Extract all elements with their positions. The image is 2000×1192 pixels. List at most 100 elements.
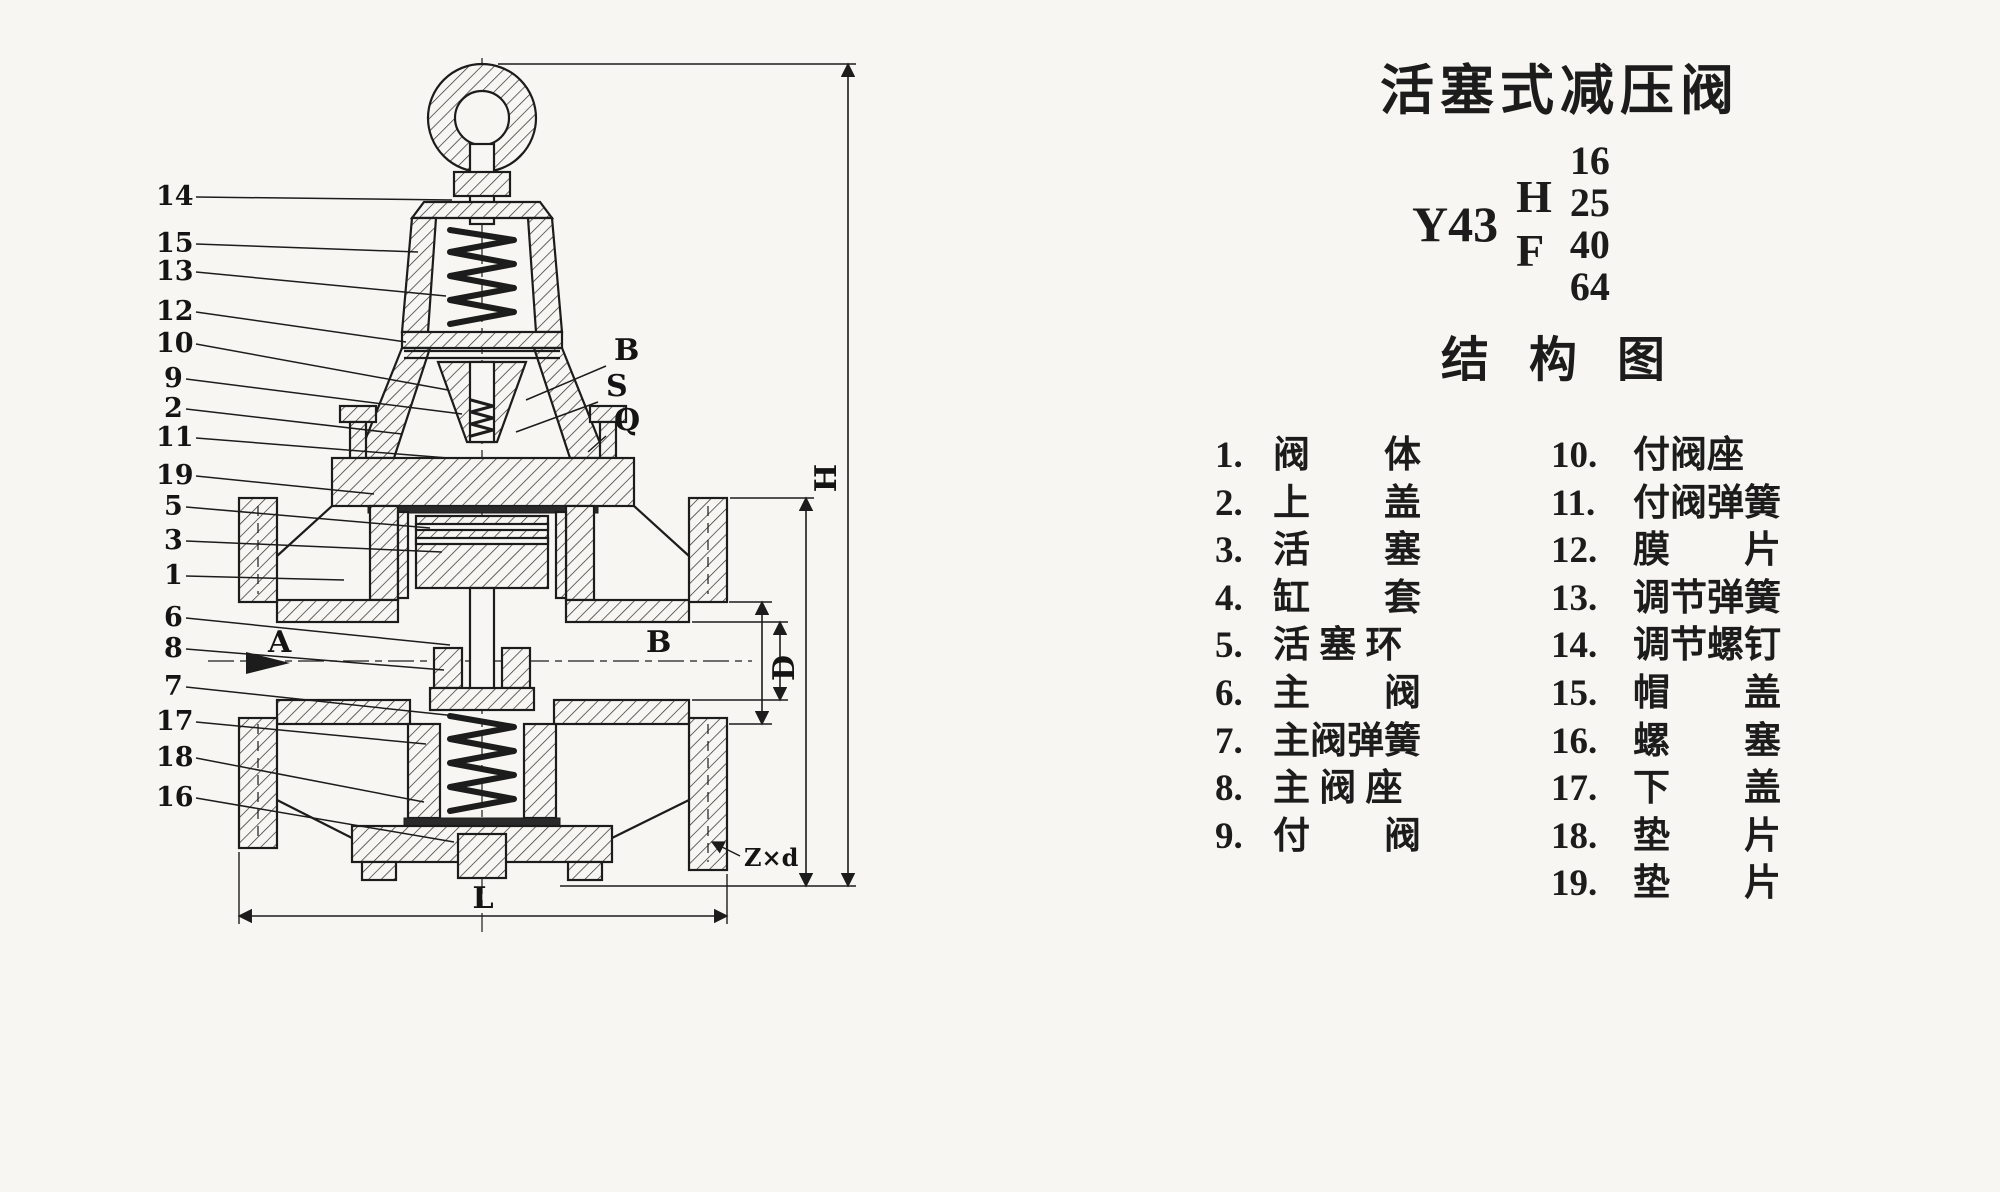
callout-label: 3: [164, 525, 183, 556]
main-valve-seat: [432, 646, 464, 690]
main-valve-group: [350, 646, 614, 882]
part-number: 17.: [1551, 768, 1598, 810]
part-number: 9.: [1215, 815, 1243, 857]
parts-list: 1. 阀 体 2. 上 盖 3. 活 塞 4. 缸 套 5. 活 塞 环 6.主 阀 7.…: [1215, 424, 1923, 904]
parts-column-left: 1. 阀 体 2. 上 盖 3. 活 塞 4. 缸 套 5. 活 塞 环 6.主 阀 7.…: [1215, 424, 1535, 900]
callout-label: 11: [156, 422, 194, 453]
part-list-item: 6.主 阀: [1215, 662, 1535, 714]
dim-label-d: D: [767, 655, 802, 681]
part-list-item: 4. 缸 套: [1215, 567, 1535, 619]
part-label: 付阀弹簧: [1633, 482, 1781, 524]
main-valve-disc: [428, 686, 536, 712]
part-list-item: 15. 帽 盖: [1551, 662, 1923, 714]
part-label: 主 阀 座: [1273, 768, 1403, 810]
callout-label: 2: [164, 393, 183, 424]
part-label: 主 阀: [1273, 672, 1421, 714]
part-number: 3.: [1215, 530, 1243, 572]
part-list-item: 5. 活 塞 环: [1215, 614, 1535, 666]
part-label: 付阀座: [1633, 435, 1744, 476]
callout-label: 1: [164, 560, 183, 591]
model-designation: Y43 H F 16 25 40 64: [1412, 140, 1610, 308]
model-code: Y43: [1412, 196, 1499, 252]
page-title: 活塞式减压阀: [1380, 61, 1740, 121]
pressure-rating: 25: [1569, 180, 1610, 225]
pressure-rating: 64: [1569, 264, 1610, 309]
part-list-item: 19. 垫 片: [1551, 852, 1923, 904]
part-label: 帽 盖: [1633, 672, 1781, 714]
part-number: 1.: [1215, 435, 1243, 476]
part-list-item: 9. 付 阀: [1215, 805, 1535, 857]
lower-bolt-left: [360, 860, 398, 882]
callout-label: 18: [156, 742, 194, 773]
dim-label-b-outlet: B: [646, 625, 671, 660]
part-number: 2.: [1215, 482, 1243, 524]
dimension-labels: H D L A B B S Q Z×d: [267, 333, 844, 916]
part-number: 12.: [1551, 530, 1598, 572]
part-label: 活 塞: [1273, 530, 1421, 572]
callout-leaders: [185, 196, 463, 843]
part-label: 主阀弹簧: [1273, 720, 1421, 762]
part-label: 螺 塞: [1633, 720, 1781, 762]
parts-column-right: 10. 付阀座 11. 付阀弹簧 12.膜 片 13. 调节弹簧 14.调节螺钉 15…: [1551, 424, 1923, 904]
part-label: 付 阀: [1273, 815, 1421, 857]
pressure-rating: 16: [1569, 138, 1610, 183]
part-list-item: 1. 阀 体: [1215, 424, 1535, 476]
part-number: 14.: [1551, 625, 1598, 667]
main-valve-spring: [447, 713, 517, 814]
part-label: 缸 套: [1273, 577, 1421, 619]
callout-label: 15: [156, 228, 194, 259]
dim-label-a: A: [267, 625, 292, 660]
dim-label-l: L: [472, 881, 493, 916]
flow-arrow: [246, 652, 290, 674]
callout-label: 19: [156, 460, 194, 491]
part-list-item: 8. 主 阀 座: [1215, 757, 1535, 809]
model-letter-f: F: [1516, 225, 1545, 276]
part-number: 15.: [1551, 672, 1598, 714]
part-label: 垫 片: [1633, 863, 1781, 905]
part-list-item: 7.主阀弹簧: [1215, 710, 1535, 762]
part-label: 活 塞 环: [1273, 625, 1403, 667]
bonnet-group: [356, 330, 608, 460]
part-number: 11.: [1551, 482, 1596, 524]
part-label: 上 盖: [1273, 482, 1421, 524]
part-label: 阀 体: [1273, 435, 1421, 476]
dim-label-b-pilot: B: [614, 333, 639, 368]
flange-bolt-left: [338, 404, 378, 424]
callout-label: 9: [164, 363, 183, 394]
dim-label-q: Q: [614, 403, 640, 438]
part-list-item: 18. 垫 片: [1551, 805, 1923, 857]
cylinder-sleeve: [396, 510, 410, 600]
part-number: 18.: [1551, 815, 1598, 857]
part-number: 16.: [1551, 720, 1598, 762]
model-letter-h: H: [1516, 171, 1552, 222]
callout-labels: 14 15 13 12 10 9 2 11 19 5 3 1 6 8 7 17 …: [156, 181, 194, 813]
adjusting-spring: [447, 227, 517, 327]
callout-label: 10: [156, 328, 194, 359]
part-number: 8.: [1215, 768, 1243, 810]
part-number: 13.: [1551, 577, 1598, 619]
callout-label: 7: [164, 671, 183, 702]
part-list-item: 14.调节螺钉: [1551, 614, 1923, 666]
piston-group: [368, 504, 596, 694]
part-number: 10.: [1551, 435, 1598, 476]
piston-ring: [414, 522, 550, 532]
model-letters: H F: [1516, 174, 1552, 274]
part-number: 4.: [1215, 577, 1243, 619]
bolt-hole-note: Z×d: [744, 843, 799, 872]
part-number: 5.: [1215, 625, 1243, 667]
lower-gasket: [403, 817, 561, 827]
dimension-lines: [237, 62, 856, 924]
part-label: 调节弹簧: [1633, 577, 1781, 619]
callout-label: 17: [156, 706, 194, 737]
part-label: 垫 片: [1633, 815, 1781, 857]
callout-label: 14: [156, 181, 194, 212]
part-list-item: 13. 调节弹簧: [1551, 567, 1923, 619]
part-list-item: 12.膜 片: [1551, 519, 1923, 571]
part-number: 19.: [1551, 863, 1598, 905]
part-list-item: 2. 上 盖: [1215, 472, 1535, 524]
part-list-item: 3. 活 塞: [1215, 519, 1535, 571]
part-list-item: 10. 付阀座: [1551, 424, 1923, 476]
bottom-screw-plug: [456, 832, 508, 880]
bonnet-gasket: [367, 505, 599, 514]
